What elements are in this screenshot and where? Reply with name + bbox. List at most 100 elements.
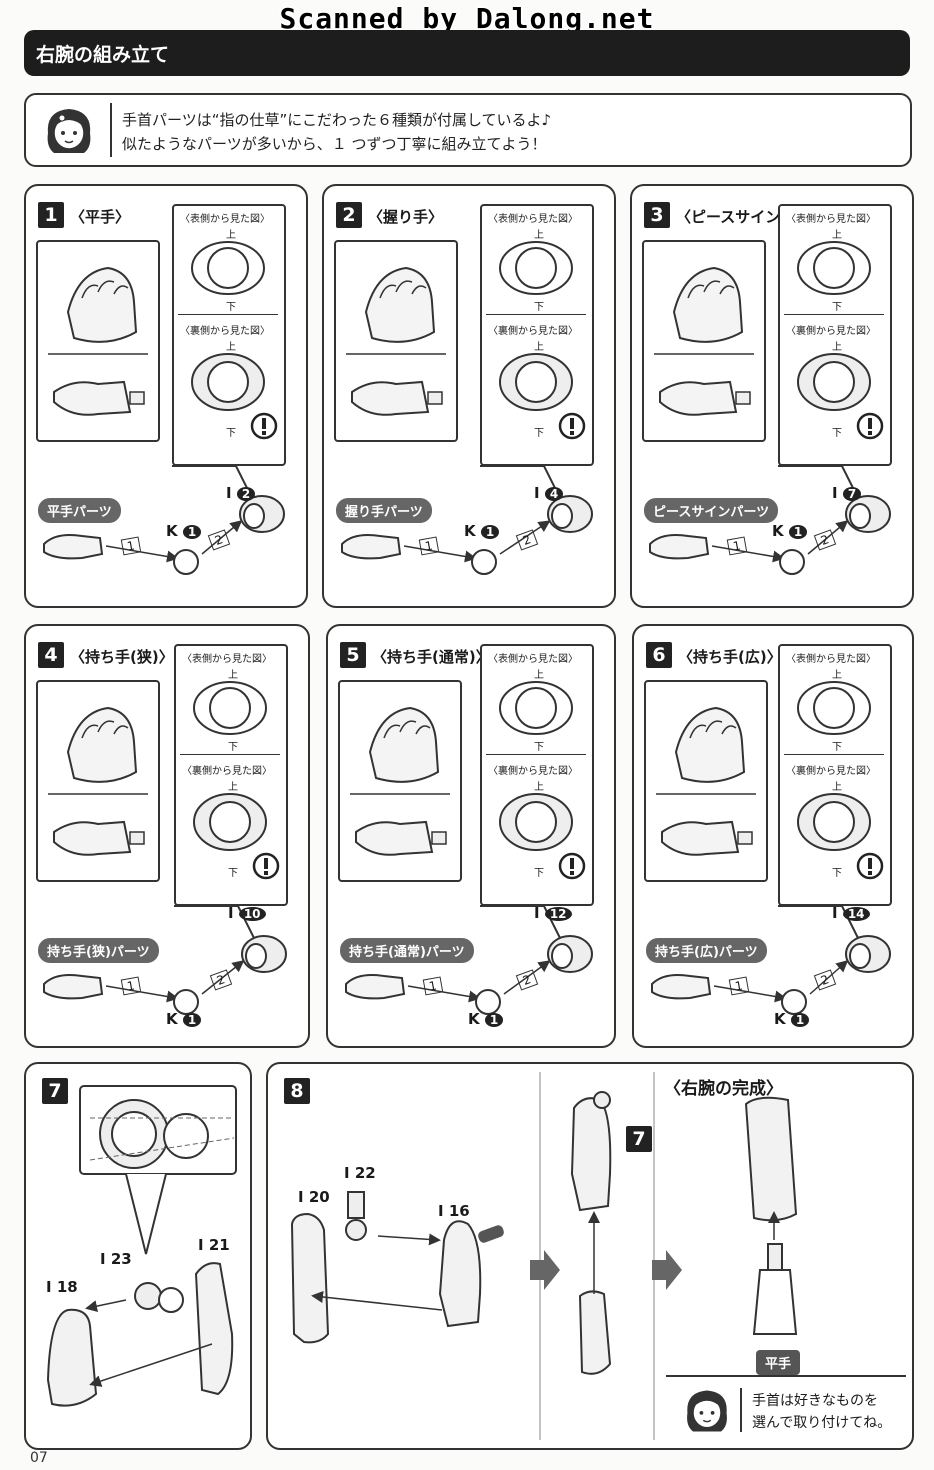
bottom-label: 下 bbox=[832, 868, 842, 879]
top-label: 上 bbox=[832, 670, 842, 681]
top-label: 上 bbox=[832, 342, 842, 353]
bottom-label: 下 bbox=[832, 302, 842, 313]
step-4-panel: 4 〈持ち手(狭)〉 〈表側から見た図〉 上 下 bbox=[24, 624, 310, 1048]
hand-image-box bbox=[36, 240, 160, 442]
part-i-23: I 23 bbox=[100, 1250, 132, 1268]
step-title: 〈持ち手(狭)〉 bbox=[70, 648, 174, 666]
note-divider bbox=[740, 1388, 742, 1432]
part-label: 持ち手(狭)パーツ bbox=[38, 938, 159, 963]
part-k: K 1 bbox=[774, 1010, 810, 1028]
step-title: 〈持ち手(広)〉 bbox=[678, 648, 782, 666]
section-header: 右腕の組み立て bbox=[24, 30, 910, 76]
bottom-label: 下 bbox=[226, 428, 236, 439]
back-view-label: 〈裏側から見た図〉 bbox=[182, 766, 272, 777]
warning-icon bbox=[558, 852, 586, 880]
step-arrow-1: 1 bbox=[726, 536, 747, 556]
view-box: 〈表側から見た図〉 上 下 〈裏側から見た図〉 上 下 bbox=[172, 204, 286, 466]
assembly-diagram bbox=[649, 465, 891, 575]
view-box: 〈表側から見た図〉 上 下 〈裏側から見た図〉 上 下 bbox=[778, 644, 892, 906]
step-number: 7 bbox=[42, 1078, 68, 1104]
part-i-22: I 22 bbox=[344, 1164, 376, 1182]
bottom-label: 下 bbox=[534, 742, 544, 753]
wrist-back-view bbox=[797, 353, 871, 411]
top-label: 上 bbox=[534, 342, 544, 353]
step-2-panel: 2 〈握り手〉 〈表側から見た図〉 上 下 bbox=[322, 184, 616, 608]
top-label: 上 bbox=[832, 230, 842, 241]
step-title: 〈ピースサイン〉 bbox=[676, 208, 796, 226]
top-label: 上 bbox=[534, 230, 544, 241]
part-i: I 14 bbox=[832, 904, 870, 922]
assembly-diagram bbox=[651, 905, 891, 1015]
part-k: K 1 bbox=[166, 522, 202, 540]
part-i-16: I 16 bbox=[438, 1202, 470, 1220]
step-number: 1 bbox=[38, 202, 64, 228]
step-arrow-1: 1 bbox=[422, 976, 443, 996]
hand-illustration bbox=[346, 266, 446, 416]
section-title: 右腕の組み立て bbox=[36, 44, 170, 66]
bottom-label: 下 bbox=[226, 302, 236, 313]
wrist-back-view bbox=[191, 353, 265, 411]
intro-divider bbox=[110, 103, 112, 157]
assembly-diagram bbox=[341, 465, 593, 575]
step-7-diagram bbox=[46, 1085, 237, 1407]
step-8-panel: 8 I 20 I 22 I 16 7 〈右腕の完成〉 平手 手首は好きなものを bbox=[266, 1062, 914, 1450]
part-i-20: I 20 bbox=[298, 1188, 330, 1206]
back-view-label: 〈裏側から見た図〉 bbox=[180, 326, 270, 337]
front-view-label: 〈表側から見た図〉 bbox=[786, 654, 876, 665]
part-i-18: I 18 bbox=[46, 1278, 78, 1296]
hand-image-box bbox=[334, 240, 458, 442]
bottom-label: 下 bbox=[228, 742, 238, 753]
watermark: Scanned by Dalong.net bbox=[279, 2, 655, 35]
wrist-front-view bbox=[797, 681, 871, 735]
top-label: 上 bbox=[534, 782, 544, 793]
bottom-label: 下 bbox=[534, 428, 544, 439]
step-arrow-1: 1 bbox=[418, 536, 439, 556]
view-box: 〈表側から見た図〉 上 下 〈裏側から見た図〉 上 下 bbox=[174, 644, 288, 906]
top-label: 上 bbox=[534, 670, 544, 681]
wrist-back-view bbox=[797, 793, 871, 851]
step-8-diagram bbox=[290, 1072, 906, 1440]
step-arrow-1: 1 bbox=[120, 536, 141, 556]
wrist-front-view bbox=[193, 681, 267, 735]
part-i: I 7 bbox=[832, 484, 862, 502]
assembly-diagram bbox=[43, 465, 285, 575]
complete-note-2: 選んで取り付けてね。 bbox=[752, 1415, 892, 1431]
warning-icon bbox=[252, 852, 280, 880]
hand-illustration bbox=[48, 706, 148, 856]
back-view-label: 〈裏側から見た図〉 bbox=[786, 326, 876, 337]
character-face-icon bbox=[47, 109, 91, 153]
bottom-label: 下 bbox=[832, 428, 842, 439]
view-divider bbox=[784, 754, 884, 755]
bottom-label: 下 bbox=[534, 868, 544, 879]
top-label: 上 bbox=[228, 782, 238, 793]
part-i: I 10 bbox=[228, 904, 266, 922]
complete-title: 〈右腕の完成〉 bbox=[664, 1079, 783, 1099]
back-view-label: 〈裏側から見た図〉 bbox=[488, 326, 578, 337]
step-number: 5 bbox=[340, 642, 366, 668]
step-number: 2 bbox=[336, 202, 362, 228]
hand-illustration bbox=[654, 266, 754, 416]
step-6-panel: 6 〈持ち手(広)〉 〈表側から見た図〉 上 下 bbox=[632, 624, 914, 1048]
step-title: 〈持ち手(通常)〉 bbox=[372, 648, 491, 666]
hand-illustration bbox=[350, 706, 450, 856]
hand-image-box bbox=[338, 680, 462, 882]
front-view-label: 〈表側から見た図〉 bbox=[488, 654, 578, 665]
character-face-icon bbox=[687, 1390, 727, 1432]
wrist-back-view bbox=[499, 353, 573, 411]
complete-note-1: 手首は好きなものを bbox=[752, 1393, 878, 1409]
step-arrow-1: 1 bbox=[728, 976, 749, 996]
part-label: 握り手パーツ bbox=[336, 498, 432, 523]
wrist-front-view bbox=[499, 681, 573, 735]
warning-icon bbox=[250, 412, 278, 440]
view-divider bbox=[180, 754, 280, 755]
complete-hand-label: 平手 bbox=[756, 1350, 801, 1375]
step-5-panel: 5 〈持ち手(通常)〉 〈表側から見た図〉 上 下 bbox=[326, 624, 616, 1048]
back-view-label: 〈裏側から見た図〉 bbox=[488, 766, 578, 777]
wrist-front-view bbox=[191, 241, 265, 295]
part-label: 平手パーツ bbox=[38, 498, 121, 523]
warning-icon bbox=[856, 852, 884, 880]
part-label: 持ち手(通常)パーツ bbox=[340, 938, 474, 963]
step-arrow-1: 1 bbox=[120, 976, 141, 996]
back-view-label: 〈裏側から見た図〉 bbox=[786, 766, 876, 777]
sub-step-number: 7 bbox=[626, 1126, 652, 1152]
